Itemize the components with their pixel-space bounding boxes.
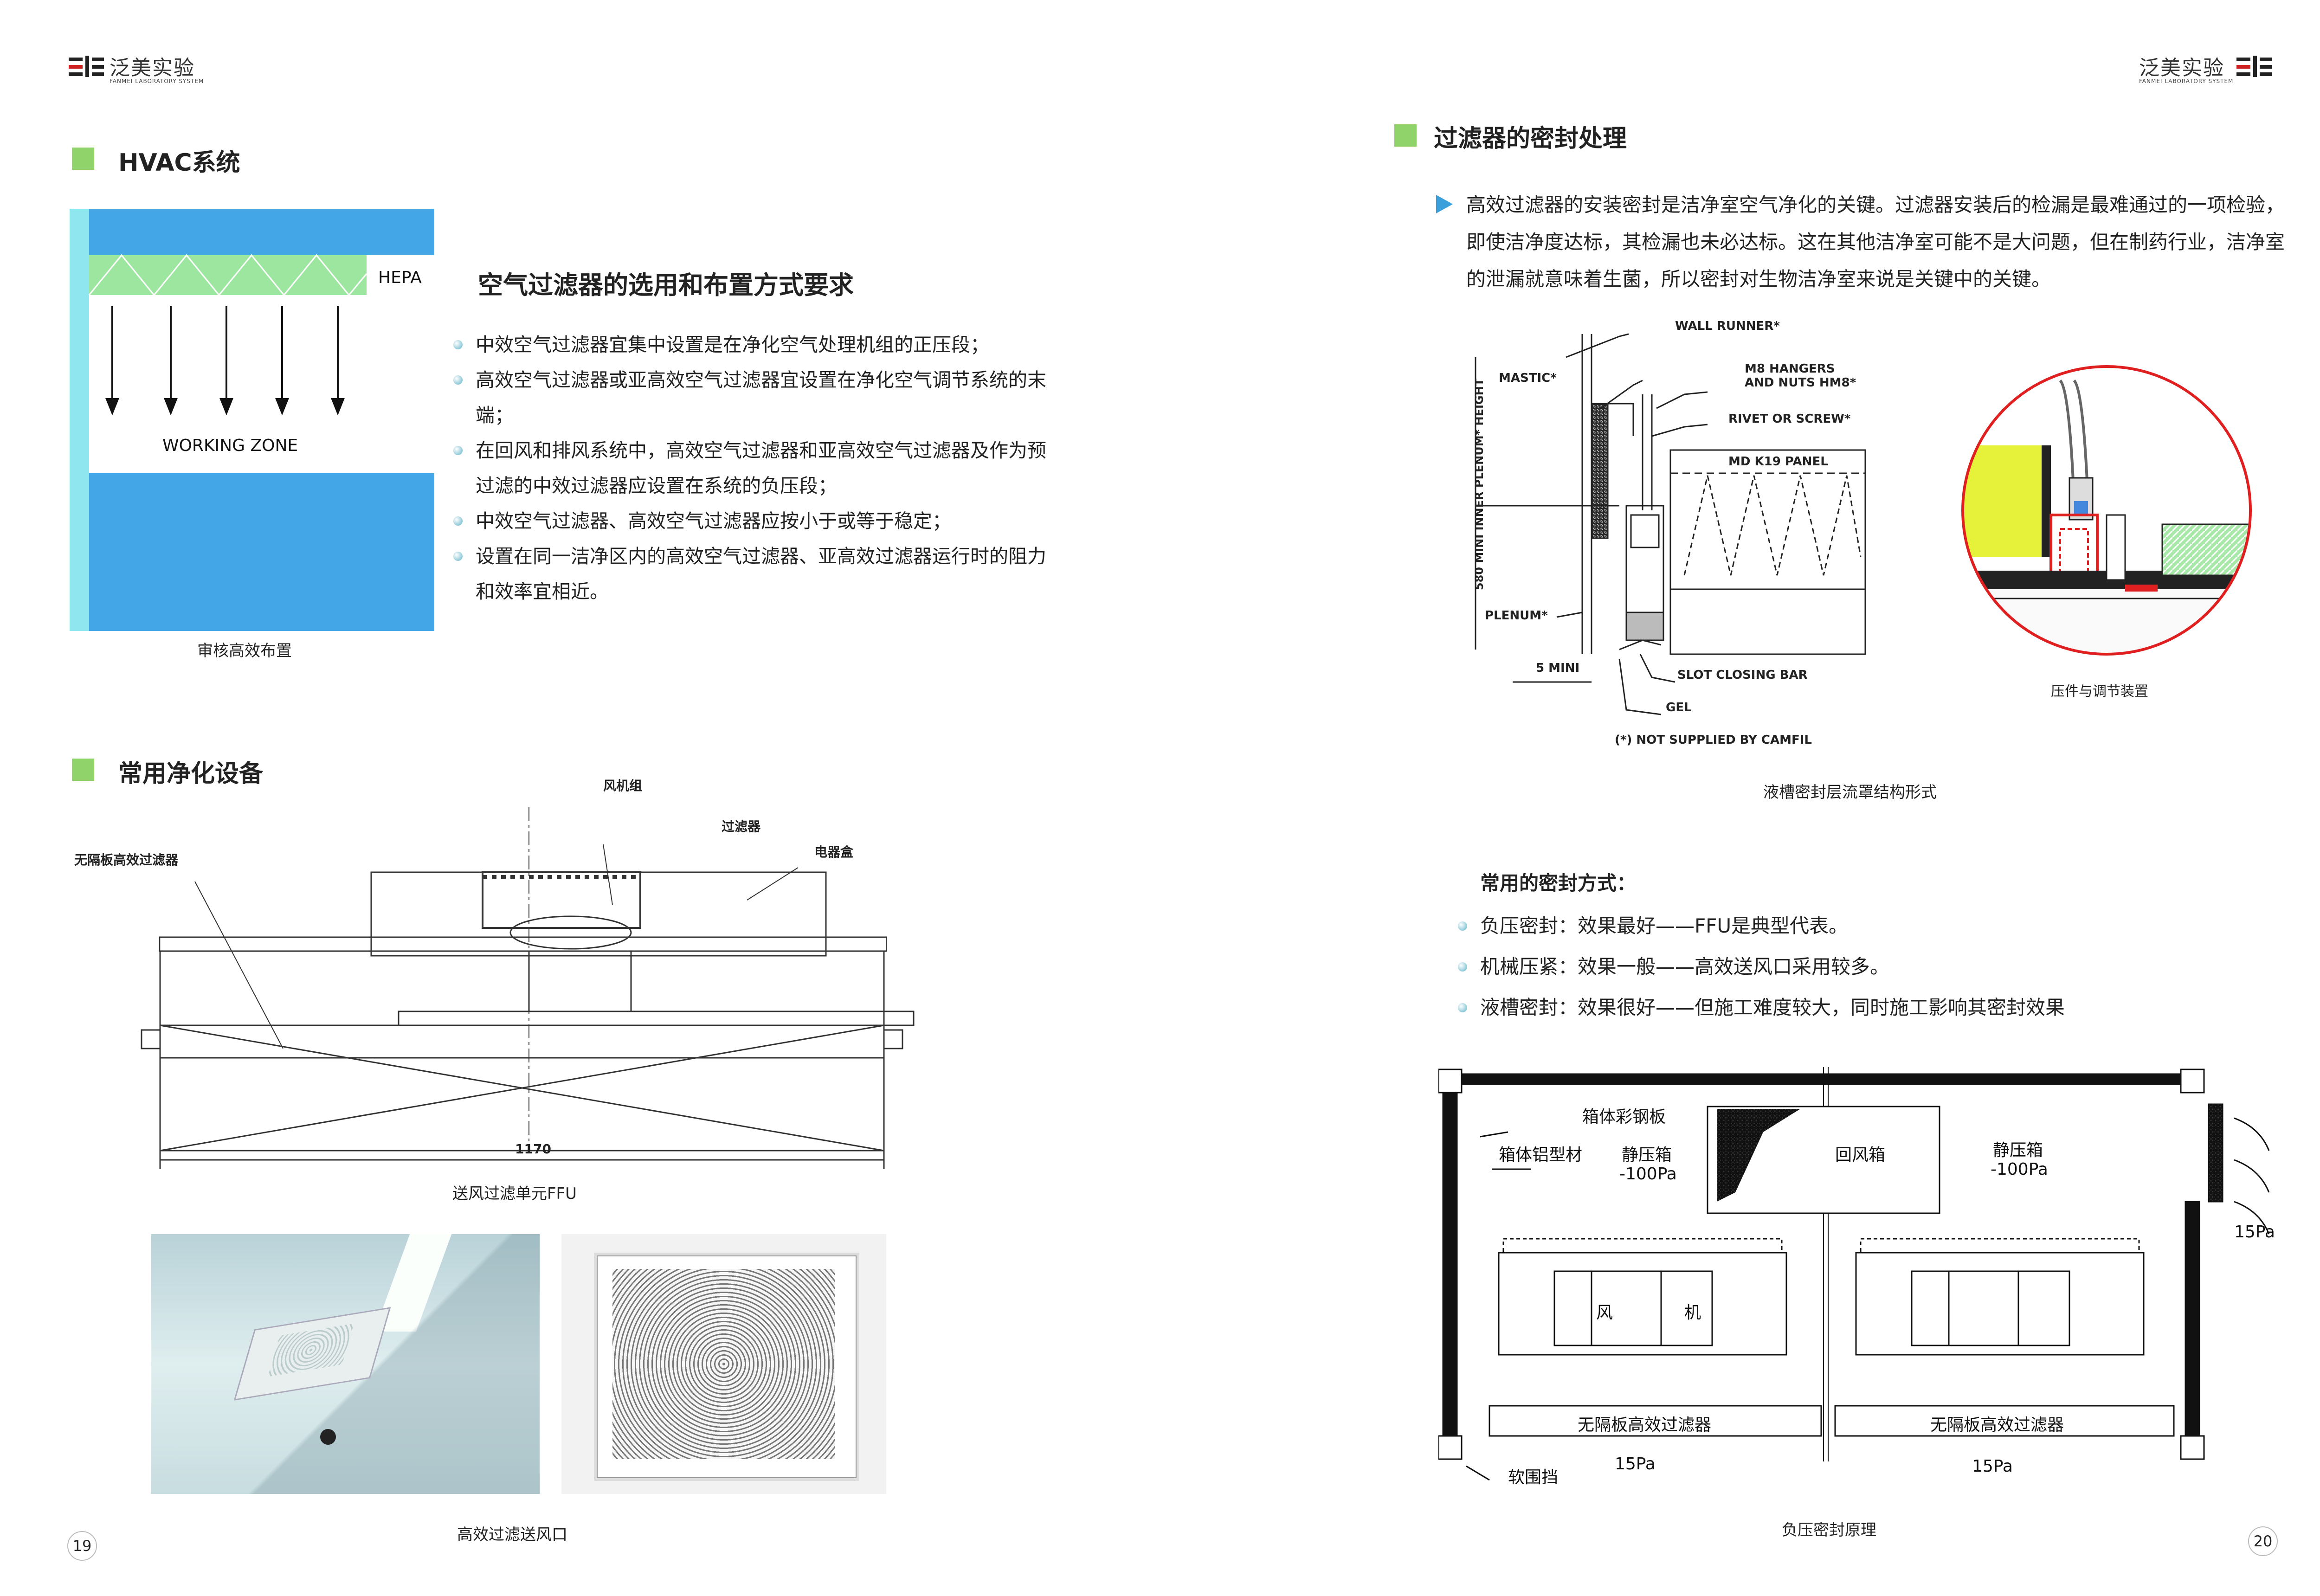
brand-sub: FANMEI LABORATORY SYSTEM [110,78,204,84]
hvac-caption: 审核高效布置 [197,642,292,660]
plenum-label: PLENUM* [1485,609,1548,623]
pressure-left-label: 15Pa [1615,1454,1656,1474]
fan-right-label: 机 [1684,1303,1701,1322]
hvac-diagram: HEPA WORKING ZONE [70,209,441,636]
gel-label: GEL [1666,701,1692,714]
photo-caption: 高效过滤送风口 [457,1525,567,1544]
fan-left-label: 风 [1596,1303,1613,1322]
side-pressure-label: 15Pa [2234,1223,2275,1242]
list-item: 负压密封：效果最好——FFU是典型代表。 [1458,906,2269,946]
rivet-label: RIVET OR SCREW* [1728,412,1851,426]
ffu-caption: 送风过滤单元FFU [452,1184,577,1203]
bullet-dot-icon [1458,962,1467,972]
seal-detail-circle [1958,362,2255,659]
bullet-dot-icon [453,446,463,455]
box-label: 电器盒 [814,844,854,860]
negative-pressure-diagram: 箱体彩钢板 箱体铝型材 静压箱 -100Pa 回风箱 静压箱 -100Pa 15… [1437,1053,2292,1503]
m8b-label: AND NUTS HM8* [1745,376,1856,390]
m8-label: M8 HANGERS [1745,362,1835,376]
soft-label: 软围挡 [1508,1468,1559,1487]
steel-label: 箱体彩钢板 [1582,1107,1666,1126]
liquid-seal-diagram: WALL RUNNER* MASTIC* M8 HANGERS AND NUTS… [1466,315,1930,756]
photo-air-outlet [561,1234,886,1494]
liquid-seal-caption: 液槽密封层流罩结构形式 [1763,783,1937,802]
return-label: 回风箱 [1835,1146,1886,1165]
bullet-dot-icon [453,516,463,526]
filter-label: 过滤器 [722,819,761,834]
brand-name: 泛美实验 [2139,56,2224,80]
slot-label: SLOT CLOSING BAR [1677,668,1808,682]
equipment-title: 常用净化设备 [118,760,264,788]
section-marker [1394,124,1417,147]
bullet-dot-icon [1458,921,1467,931]
methods-heading: 常用的密封方式： [1480,872,1637,895]
section-marker [72,148,94,170]
brand-logo-left: 泛美实验 FANMEI LABORATORY SYSTEM [69,52,208,89]
ffu-drawing: 风机组 过滤器 电器盒 无隔板高效过滤器 1170 [74,778,928,1178]
page-number-left: 19 [67,1531,97,1561]
principle-caption: 负压密封原理 [1782,1521,1876,1539]
brand-mark-icon [69,56,104,77]
hepa-label: HEPA [378,268,422,287]
brand-name: 泛美实验 [110,56,195,80]
list-item: 中效空气过滤器、高效空气过滤器应按小于或等于稳定； [453,503,1060,539]
page-number-right: 20 [2248,1526,2278,1556]
methods-list: 负压密封：效果最好——FFU是典型代表。 机械压紧：效果一般——高效送风口采用较… [1458,906,2269,1028]
list-item: 在回风和排风系统中，高效空气过滤器和亚高效空气过滤器及作为预过滤的中效过滤器应设… [453,433,1060,503]
panel-label: MD K19 PANEL [1728,455,1828,469]
dimension-label: 1170 [515,1141,551,1157]
filter-heading: 空气过滤器的选用和布置方式要求 [478,270,854,300]
photo-cleanroom-ceiling [151,1234,540,1494]
static-left-label: 静压箱 [1622,1146,1672,1165]
list-item: 高效空气过滤器或亚高效空气过滤器宜设置在净化空气调节系统的末端； [453,362,1060,433]
detail-caption: 压件与调节装置 [2051,683,2148,700]
list-item: 机械压紧：效果一般——高效送风口采用较多。 [1458,946,2269,987]
list-item: 液槽密封：效果很好——但施工难度较大，同时施工影响其密封效果 [1458,987,2269,1028]
seal-intro: 高效过滤器的安装密封是洁净室空气净化的关键。过滤器安装后的检漏是最难通过的一项检… [1466,193,2285,290]
nopleat-label: 无隔板高效过滤器 [74,852,179,868]
section-marker [72,759,94,781]
seal-title: 过滤器的密封处理 [1434,125,1627,153]
fan-label: 风机组 [603,778,643,793]
brand-logo-right: 泛美实验 FANMEI LABORATORY SYSTEM [2139,52,2278,89]
bullet-dot-icon [453,375,463,385]
play-marker-icon [1436,195,1453,213]
list-item: 设置在同一洁净区内的高效空气过滤器、亚高效过滤器运行时的阻力和效率宜相近。 [453,539,1060,609]
bullet-dot-icon [1458,1003,1467,1012]
filter-right-label: 无隔板高效过滤器 [1930,1416,2064,1435]
list-item: 中效空气过滤器宜集中设置是在净化空气处理机组的正压段； [453,327,1060,362]
static-right-pressure: -100Pa [1991,1160,2048,1179]
five-mini-label: 5 MINI [1536,661,1580,675]
working-zone-label: WORKING ZONE [162,436,298,455]
hvac-title: HVAC系统 [118,149,240,177]
brand-mark-icon [2236,56,2272,77]
static-left-pressure: -100Pa [1619,1165,1677,1184]
pressure-right-label: 15Pa [1972,1457,2013,1476]
brand-sub: FANMEI LABORATORY SYSTEM [2139,78,2234,84]
wall-runner-label: WALL RUNNER* [1675,319,1780,333]
mastic-label: MASTIC* [1499,371,1557,385]
height-label: 580 MINI INNER PLENUM* HEIGHT [1473,378,1486,591]
aluminum-label: 箱体铝型材 [1499,1146,1583,1165]
bullet-dot-icon [453,340,463,349]
static-right-label: 静压箱 [1993,1141,2043,1160]
filter-list: 中效空气过滤器宜集中设置是在净化空气处理机组的正压段； 高效空气过滤器或亚高效空… [453,327,1060,609]
filter-left-label: 无隔板高效过滤器 [1578,1416,1712,1435]
bullet-dot-icon [453,552,463,561]
camfil-note: (*) NOT SUPPLIED BY CAMFIL [1615,733,1812,747]
